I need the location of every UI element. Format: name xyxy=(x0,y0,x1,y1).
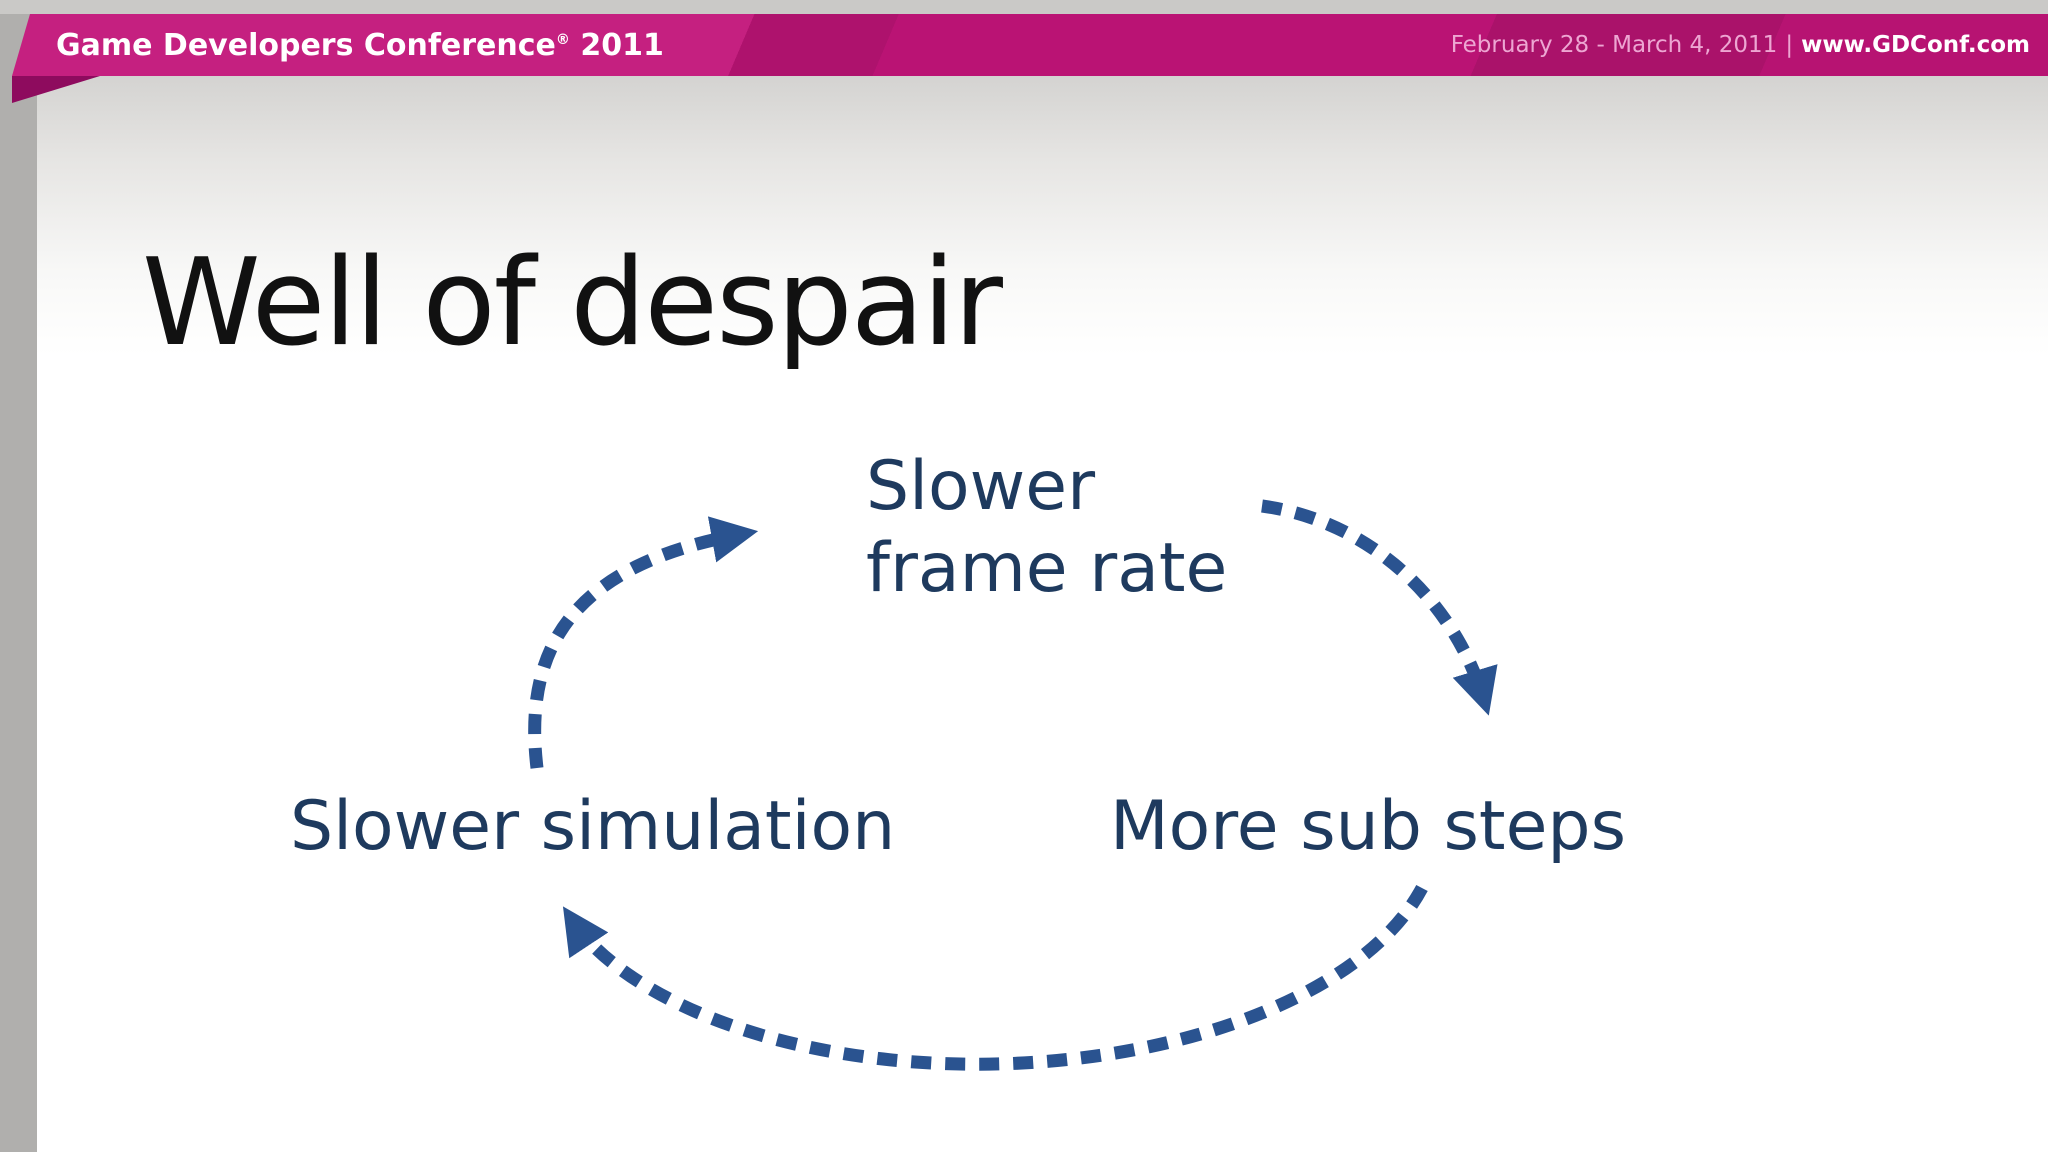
header-meta: February 28 - March 4, 2011 | www.GDConf.c… xyxy=(1451,32,2030,58)
arrow-simulation-to-framerate xyxy=(528,516,759,769)
arrow-framerate-to-substeps xyxy=(1261,499,1498,716)
node-more-sub-steps: More sub steps xyxy=(1110,787,1627,866)
node-slower-frame-rate: Slower frame rate xyxy=(866,447,1228,608)
arrow-substeps-to-simulation xyxy=(562,884,1428,1071)
conference-dates: February 28 - March 4, 2011 xyxy=(1450,32,1778,58)
slide-top-shading xyxy=(37,76,2048,356)
registered-trademark-symbol: ® xyxy=(555,31,570,48)
node-slower-simulation: Slower simulation xyxy=(290,787,896,866)
conference-website: www.GDConf.com xyxy=(1801,32,2030,58)
header-banner: Game Developers Conference® 2011 Februar… xyxy=(12,14,2048,76)
left-edge-strip xyxy=(0,0,37,1152)
conference-brand-name: Game Developers Conference xyxy=(56,27,556,63)
top-edge-strip xyxy=(0,0,2048,14)
conference-year: 2011 xyxy=(569,27,664,63)
conference-brand: Game Developers Conference® 2011 xyxy=(56,28,664,63)
slide-title: Well of despair xyxy=(142,234,1003,373)
separator-pipe: | xyxy=(1785,32,1794,58)
